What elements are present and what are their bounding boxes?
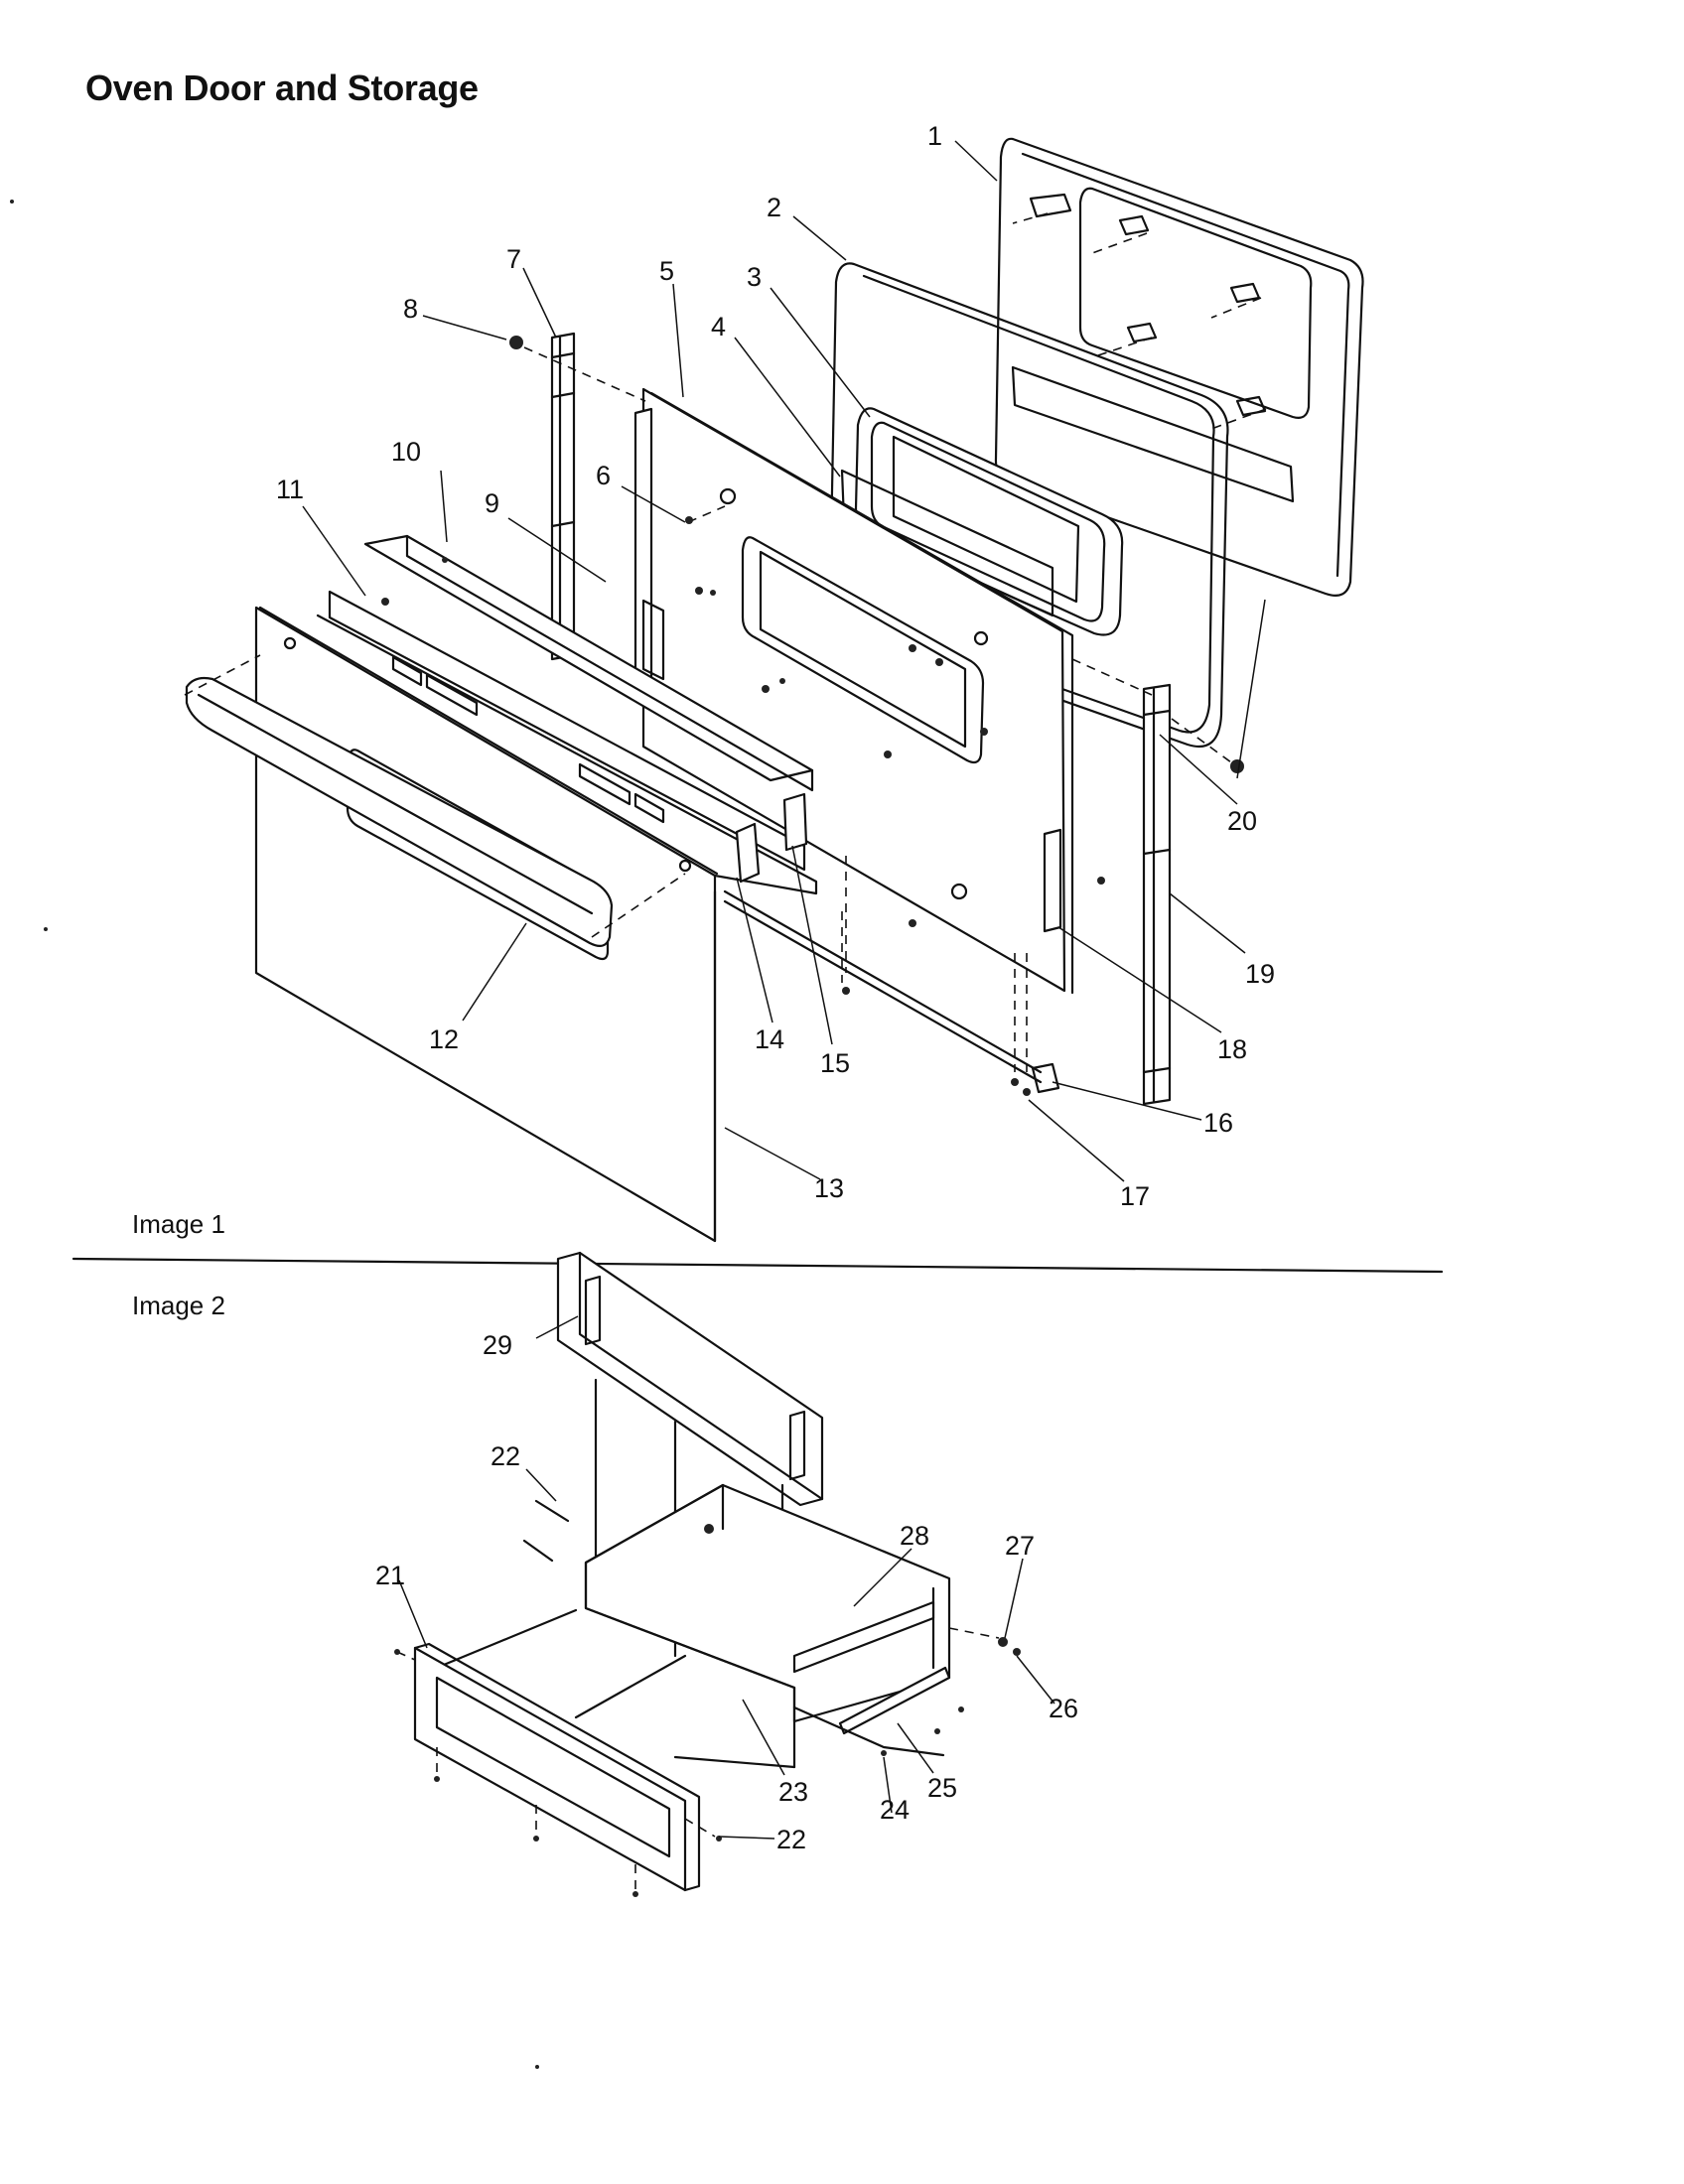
part-26-27-hardware [948,1627,1021,1656]
part-18-lower-bracket [1043,828,1062,933]
callout-24: 24 [880,1795,910,1825]
callout-leaders [302,140,1266,1840]
callout-19: 19 [1245,959,1275,989]
part-29-back-panel [556,1251,824,1507]
callout-labels: 1 2 3 4 5 6 7 8 9 10 11 12 13 14 15 16 1… [276,121,1275,1854]
callout-3: 3 [747,262,762,292]
scan-speck [44,927,48,931]
callout-5: 5 [659,256,674,286]
callout-23: 23 [778,1777,808,1807]
callout-13: 13 [814,1173,844,1203]
callout-1: 1 [927,121,942,151]
callout-22-bottom: 22 [776,1825,806,1854]
callout-26: 26 [1049,1694,1078,1723]
callout-22-top: 22 [491,1441,520,1471]
part-28-side-rail [792,1600,935,1674]
drawer-body [425,1378,951,1769]
callout-25: 25 [927,1773,957,1803]
section-label-image-1: Image 1 [132,1209,225,1239]
part-8-hinge-screw [509,336,646,402]
callout-21: 21 [375,1561,405,1590]
scan-speck [10,200,14,204]
callout-27: 27 [1005,1531,1035,1561]
callout-16: 16 [1203,1108,1233,1138]
part-6-screws [685,505,1105,927]
part-7-left-hinge-channel [550,332,576,661]
part-16-bottom-rod [723,889,1060,1094]
callout-7: 7 [506,244,521,274]
callout-28: 28 [900,1521,929,1551]
page-title: Oven Door and Storage [85,68,479,108]
callout-11: 11 [276,475,304,504]
callout-9: 9 [485,488,499,518]
scan-speck [535,2065,539,2069]
part-20-hinge-screw [1071,658,1244,773]
callout-10: 10 [391,437,421,467]
section-divider [71,1257,1444,1274]
part-15-side-bracket [782,792,808,852]
callout-4: 4 [711,312,726,341]
callout-18: 18 [1217,1034,1247,1064]
callout-6: 6 [596,461,611,490]
part-5-door-panel [641,387,1074,995]
storage-drawer-assembly [394,1251,1021,1897]
section-label-image-2: Image 2 [132,1291,225,1320]
part-21-drawer-front [394,1642,701,1892]
callout-8: 8 [403,294,418,324]
part-19-right-hinge-channel [1142,683,1172,1106]
part-14-side-bracket [735,822,761,884]
part-3-glass-pack [854,407,1124,636]
part-1-inner-door-liner [994,137,1364,597]
callout-20: 20 [1227,806,1257,836]
part-17-screws [841,856,1031,1096]
part-22-screws [434,1499,722,1897]
callout-29: 29 [483,1330,512,1360]
oven-door-assembly [184,137,1364,1243]
part-24-25-drawer-slide [792,1666,964,1757]
callout-12: 12 [429,1024,459,1054]
callout-17: 17 [1120,1181,1150,1211]
callout-2: 2 [767,193,781,222]
part-11-top-trim [328,534,814,872]
callout-15: 15 [820,1048,850,1078]
callout-14: 14 [755,1024,784,1054]
